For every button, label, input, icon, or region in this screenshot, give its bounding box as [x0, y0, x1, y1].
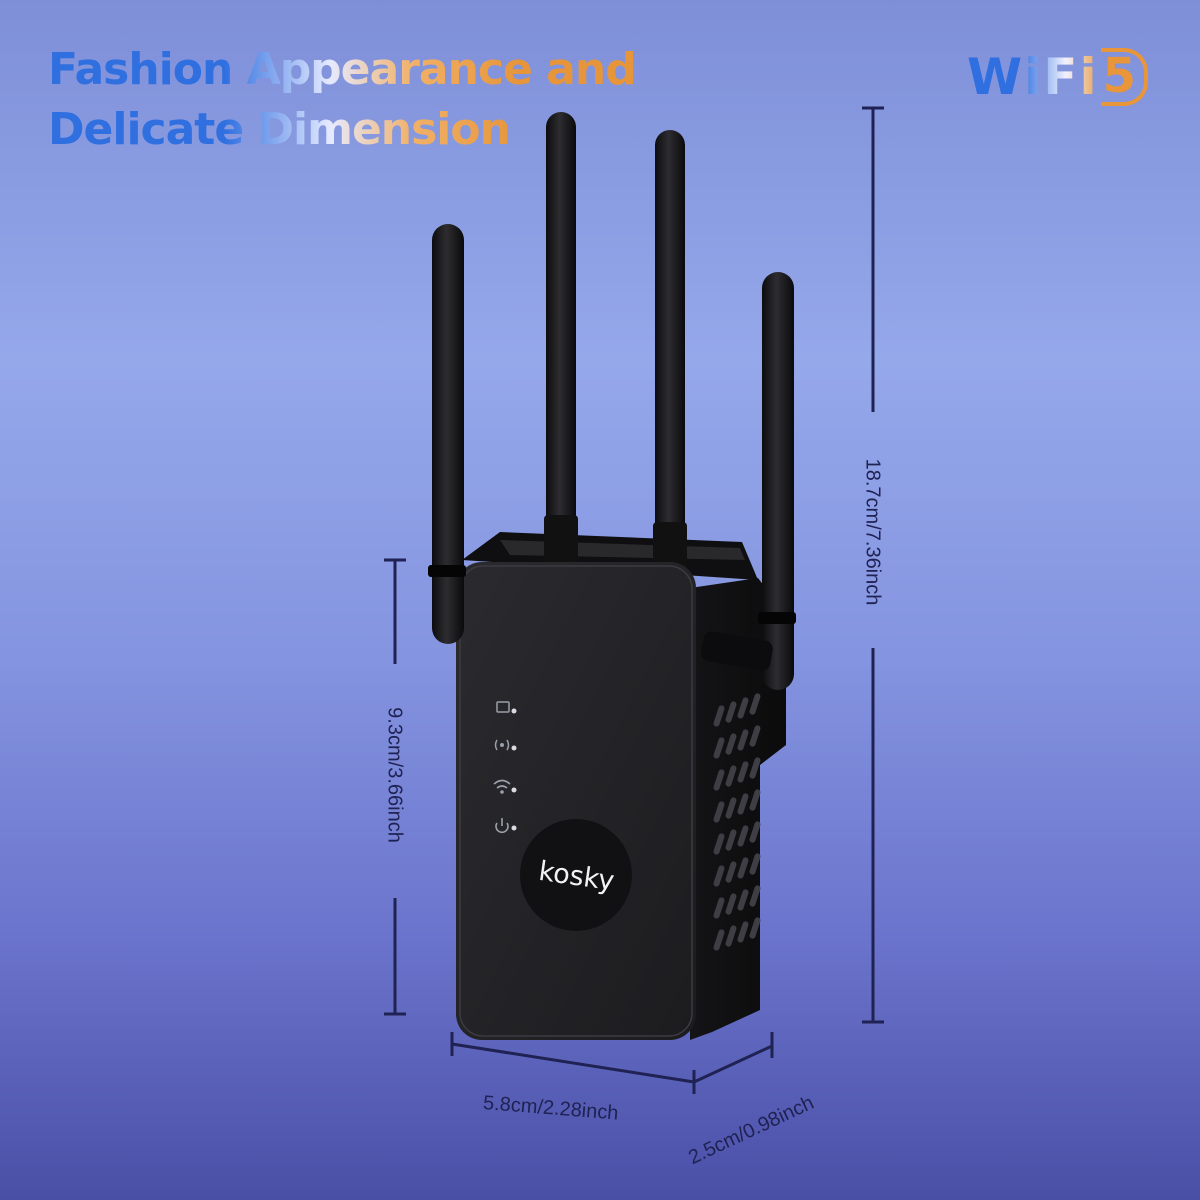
antenna-4: [701, 272, 796, 690]
antenna-2: [544, 112, 578, 565]
power-status-icon: [495, 818, 517, 834]
led-indicators: [493, 701, 517, 834]
signal-status-icon: [494, 739, 517, 751]
dimension-lines: [384, 106, 884, 1094]
vent-grille: [713, 692, 762, 951]
logo-disc: [520, 819, 632, 931]
wifi5-badge: WiFi 5: [967, 48, 1148, 106]
lan-status-icon: [496, 701, 517, 714]
housing-front: [456, 562, 696, 1040]
wifi-status-icon: [493, 779, 517, 794]
wifi-generation: 5: [1100, 48, 1148, 106]
total-height-label: 18.7cm/7.36inch: [861, 458, 884, 606]
antenna-3: [653, 130, 687, 577]
wifi-label: WiFi: [967, 48, 1099, 106]
housing-side: [690, 578, 786, 1040]
antenna-1: [428, 224, 466, 644]
body-height-label: 9.3cm/3.66inch: [383, 707, 406, 843]
